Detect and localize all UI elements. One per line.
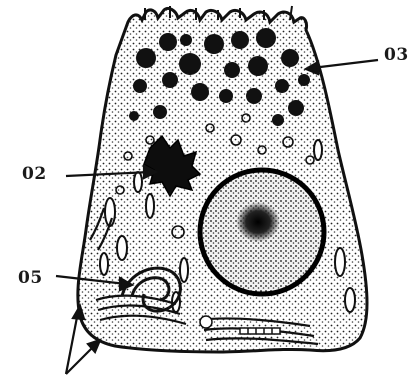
cell-membrane (78, 8, 367, 352)
label-03: 03 (384, 45, 408, 65)
nucleolus (236, 202, 280, 242)
label-05: 05 (18, 268, 43, 288)
label-02: 02 (22, 164, 47, 184)
arrow-03 (312, 60, 378, 68)
